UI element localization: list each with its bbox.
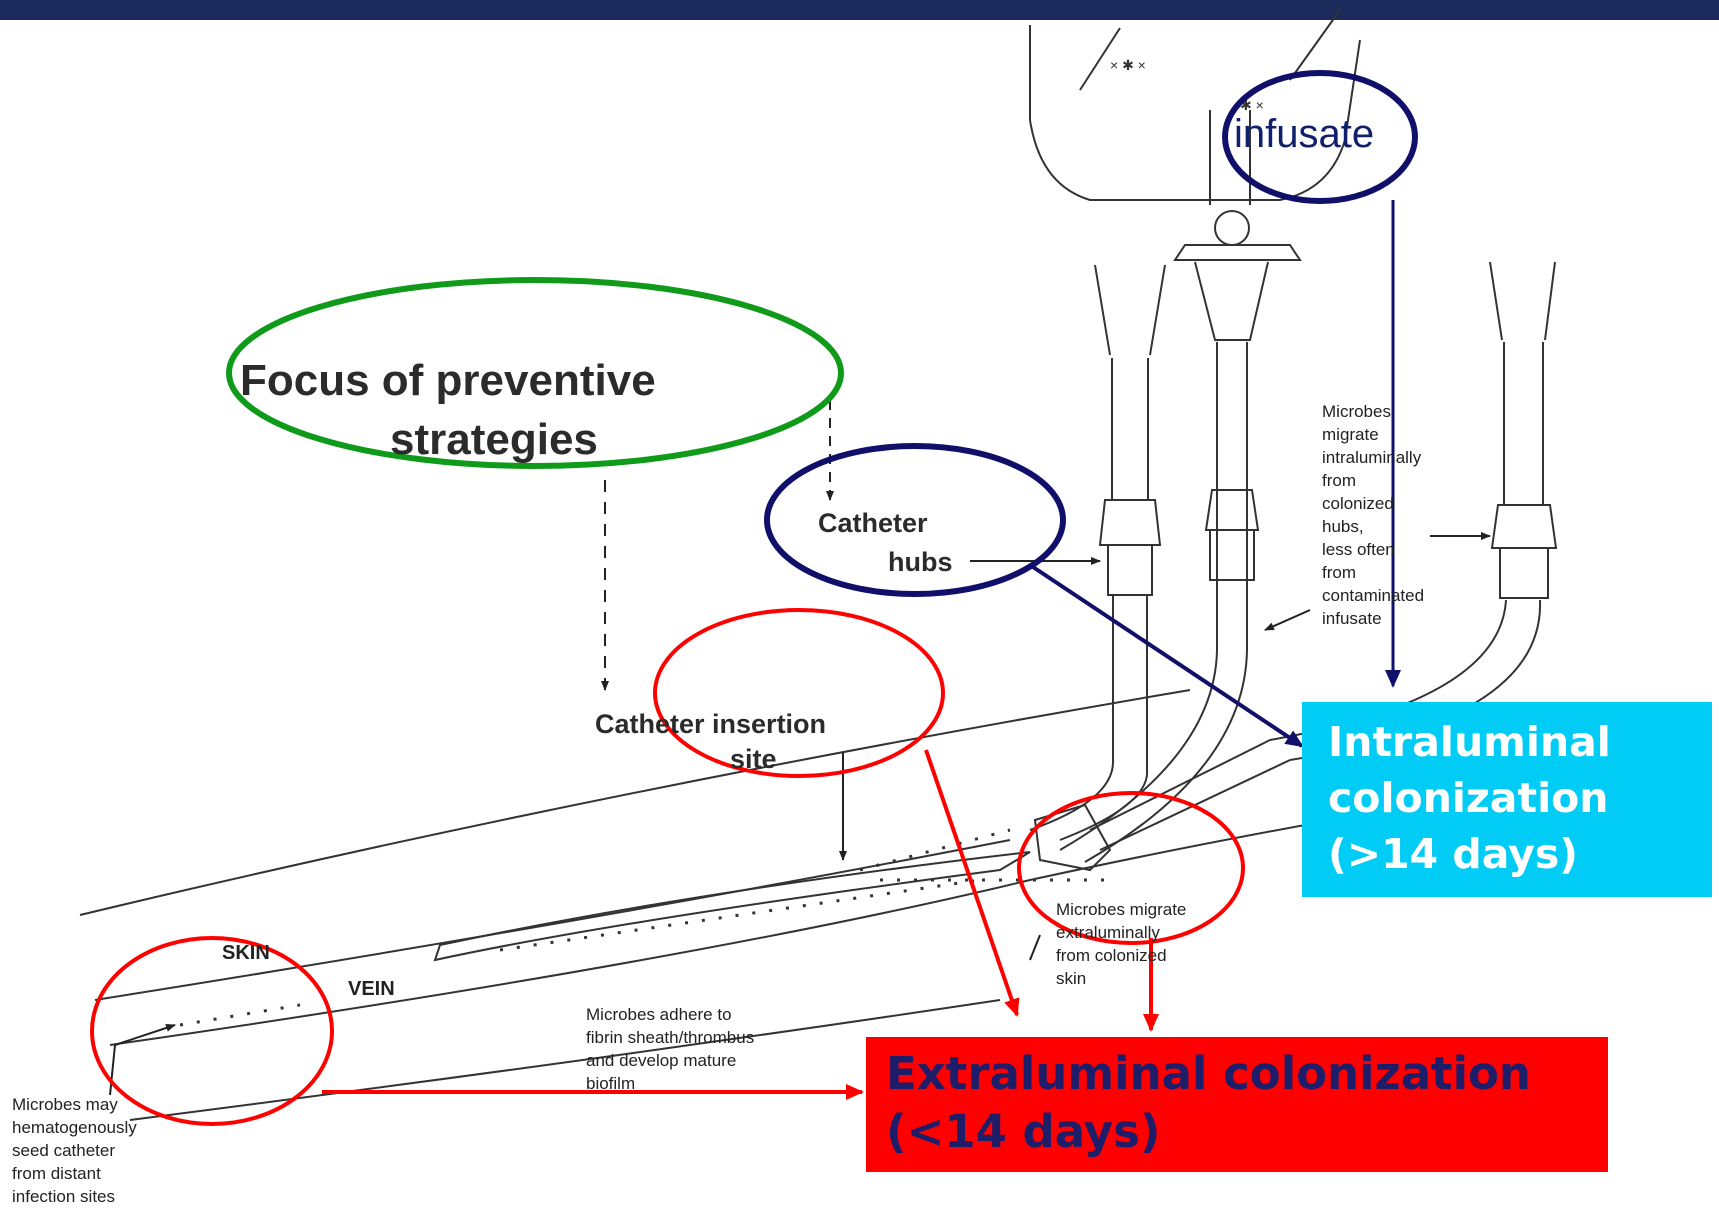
- intraluminal-note-line: contaminated: [1322, 584, 1424, 607]
- hematogenous-note-line: infection sites: [12, 1185, 137, 1208]
- intraluminal-note-line: colonized: [1322, 492, 1424, 515]
- biofilm-note-line: fibrin sheath/thrombus: [586, 1026, 754, 1049]
- insertion-to-extraluminal-arrow: [926, 750, 1017, 1015]
- skin-label: SKIN: [222, 942, 270, 965]
- iv-bag: × ✱ × ✱ ×: [1030, 10, 1360, 200]
- biofilm-note-line: biofilm: [586, 1072, 754, 1095]
- intraluminal-line: colonization: [1328, 770, 1611, 826]
- intraluminal-note-line: infusate: [1322, 607, 1424, 630]
- catheter-hubs-label-line1: Catheter: [818, 506, 928, 540]
- extraluminal-note-line: skin: [1056, 967, 1186, 990]
- hematogenous-note-line: seed catheter: [12, 1139, 137, 1162]
- hematogenous-note-line: hematogenously: [12, 1116, 137, 1139]
- insertion-site-label-line2: site: [730, 742, 777, 776]
- extraluminal-note-line: extraluminally: [1056, 921, 1186, 944]
- extraluminal-line: Extraluminal colonization: [886, 1045, 1531, 1103]
- drip-chamber: [1175, 110, 1300, 650]
- intraluminal-note: Microbes migrate intraluminally from col…: [1322, 400, 1424, 630]
- extraluminal-colonization-text: Extraluminal colonization (<14 days): [886, 1045, 1531, 1161]
- hubs-to-intraluminal-arrow: [1030, 565, 1302, 746]
- intraluminal-line: (>14 days): [1328, 826, 1611, 882]
- hematogenous-note: Microbes may hematogenously seed cathete…: [12, 1093, 137, 1208]
- infusate-label: infusate: [1234, 112, 1374, 157]
- extraluminal-line: (<14 days): [886, 1103, 1531, 1161]
- biofilm-note-line: Microbes adhere to: [586, 1003, 754, 1026]
- extraluminal-note-line: from colonized: [1056, 944, 1186, 967]
- intraluminal-note-line: less often: [1322, 538, 1424, 561]
- svg-text:× ✱ ×: × ✱ ×: [1110, 57, 1146, 73]
- intraluminal-note-line: intraluminally: [1322, 446, 1424, 469]
- extraluminal-note: Microbes migrate extraluminally from col…: [1056, 898, 1186, 990]
- insertion-site-ellipse: [655, 610, 943, 776]
- vein-label: VEIN: [348, 978, 395, 1001]
- intraluminal-note-line: from: [1322, 469, 1424, 492]
- intraluminal-note-line: hubs,: [1322, 515, 1424, 538]
- catheter-hubs-label-line2: hubs: [888, 545, 953, 579]
- intraluminal-note-line: migrate: [1322, 423, 1424, 446]
- intraluminal-colonization-text: Intraluminal colonization (>14 days): [1328, 714, 1611, 882]
- insertion-site-label-line1: Catheter insertion: [595, 707, 826, 741]
- intraluminal-note-line: from: [1322, 561, 1424, 584]
- hematogenous-note-line: from distant: [12, 1162, 137, 1185]
- hematogenous-note-line: Microbes may: [12, 1093, 137, 1116]
- focus-label-line2: strategies: [390, 412, 598, 468]
- intraluminal-note-line: Microbes: [1322, 400, 1424, 423]
- extraluminal-note-line: Microbes migrate: [1056, 898, 1186, 921]
- label-arrows: [110, 400, 1490, 1095]
- biofilm-note: Microbes adhere to fibrin sheath/thrombu…: [586, 1003, 754, 1095]
- biofilm-note-line: and develop mature: [586, 1049, 754, 1072]
- intraluminal-line: Intraluminal: [1328, 714, 1611, 770]
- focus-label-line1: Focus of preventive: [240, 353, 656, 409]
- catheter-tubes: [1035, 650, 1290, 870]
